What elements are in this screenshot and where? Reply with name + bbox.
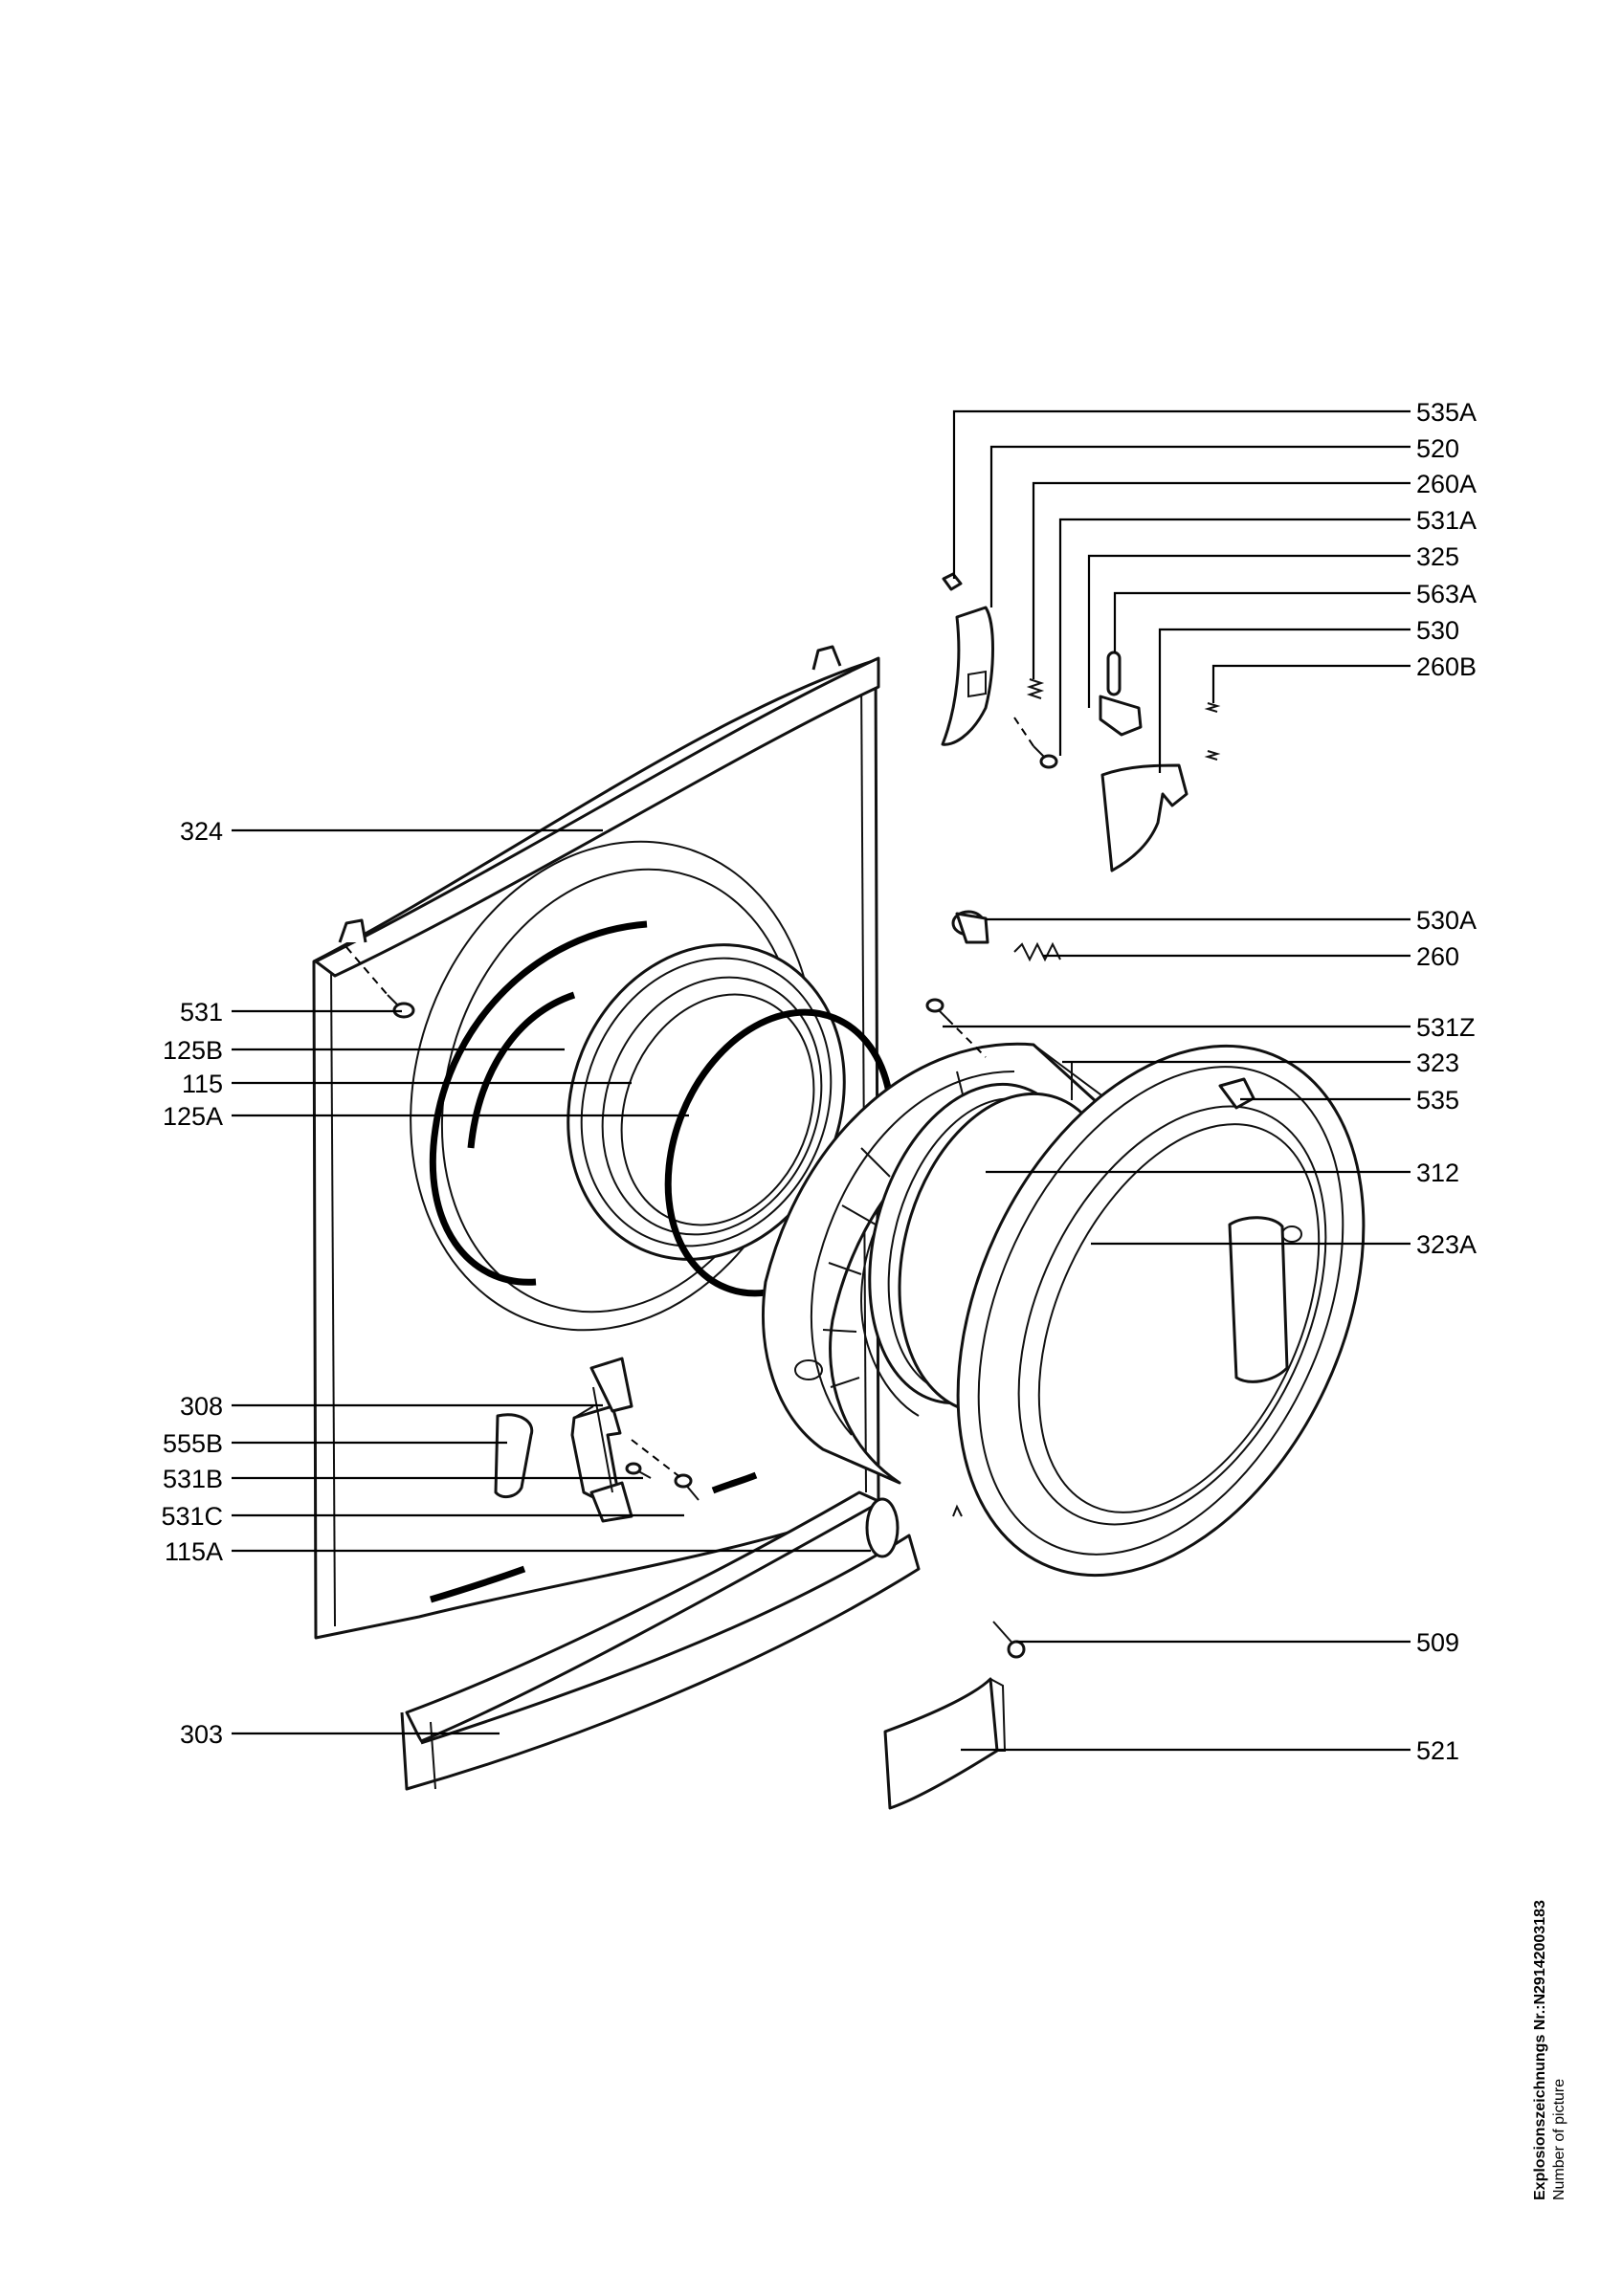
label-531Z: 531Z (1416, 1013, 1476, 1042)
leader-lines (232, 409, 1411, 1752)
picture-number-caption: Explosionszeichnungs Nr.:N29142003183 Nu… (1532, 1900, 1567, 2200)
label-535: 535 (1416, 1086, 1459, 1115)
label-531C: 531C (161, 1502, 223, 1531)
label-312: 312 (1416, 1159, 1459, 1187)
label-125B: 125B (163, 1036, 223, 1065)
label-520: 520 (1416, 434, 1459, 463)
pump-cover-521 (883, 1677, 1007, 1810)
label-260: 260 (1416, 942, 1459, 971)
label-509: 509 (1416, 1628, 1459, 1657)
label-260B: 260B (1416, 652, 1477, 681)
door-ring-323A (956, 1044, 1366, 1578)
label-531B: 531B (163, 1465, 223, 1493)
label-531A: 531A (1416, 506, 1477, 535)
label-323A: 323A (1416, 1230, 1477, 1259)
labels-left: 324 531 125B 115 125A 308 555B 531B 531C… (161, 817, 223, 1749)
label-531: 531 (180, 998, 223, 1027)
label-115: 115 (182, 1070, 223, 1098)
label-530A: 530A (1416, 906, 1477, 935)
label-323: 323 (1416, 1049, 1459, 1077)
caption-line-2: Number of picture (1551, 2079, 1567, 2200)
label-115A: 115A (165, 1537, 223, 1566)
lock-parts (941, 572, 1255, 1110)
label-303: 303 (180, 1720, 223, 1749)
caption-line-1: Explosionszeichnungs Nr.:N29142003183 (1532, 1900, 1548, 2200)
label-530: 530 (1416, 616, 1459, 645)
label-325: 325 (1416, 542, 1459, 571)
panel-303 (400, 1490, 921, 1791)
label-563A: 563A (1416, 580, 1477, 608)
small-parts-115A (865, 1497, 963, 1558)
label-308: 308 (180, 1392, 223, 1421)
label-521: 521 (1416, 1736, 1459, 1765)
label-324: 324 (180, 817, 223, 846)
label-535A: 535A (1416, 398, 1477, 427)
label-125A: 125A (163, 1102, 223, 1131)
screws (345, 717, 1058, 1659)
label-555B: 555B (163, 1429, 223, 1458)
door-gasket-115 (567, 943, 846, 1261)
labels-right: 535A 520 260A 531A 325 563A 530 260B 530… (1416, 398, 1477, 1765)
label-260A: 260A (1416, 470, 1477, 498)
hinge-308 (494, 1357, 633, 1523)
